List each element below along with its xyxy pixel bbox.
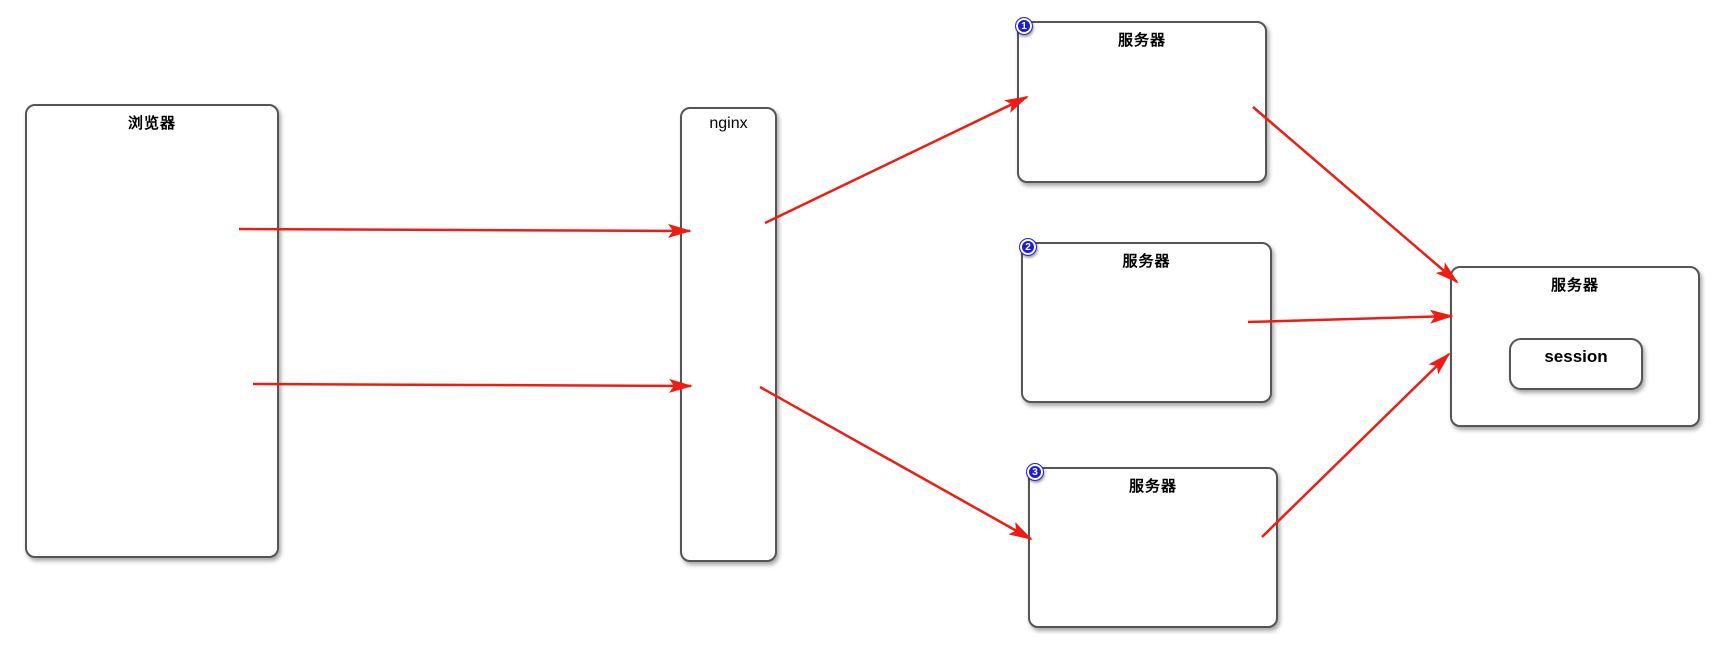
arrow-nginx-to-server3 bbox=[759, 385, 1033, 541]
server1-box: 1 服务器 bbox=[1015, 17, 1267, 183]
arrow-browser-to-nginx-lower bbox=[252, 378, 693, 393]
nginx-label: nginx bbox=[709, 115, 748, 132]
session-box: session bbox=[1509, 338, 1643, 390]
server1-badge: 1 bbox=[1015, 17, 1033, 35]
server2-label: 服务器 bbox=[1122, 253, 1171, 270]
arrow-nginx-to-server1 bbox=[764, 95, 1029, 225]
browser-box: 浏览器 bbox=[25, 104, 279, 558]
server1-label: 服务器 bbox=[1117, 32, 1166, 49]
server3-label: 服务器 bbox=[1128, 478, 1177, 495]
server2-box: 2 服务器 bbox=[1019, 238, 1272, 403]
arrow-browser-to-nginx-upper bbox=[238, 223, 692, 238]
browser-label: 浏览器 bbox=[127, 115, 176, 132]
arrow-server2-to-session-server bbox=[1247, 309, 1454, 324]
nginx-box: nginx bbox=[680, 107, 777, 562]
server2-badge: 2 bbox=[1019, 238, 1037, 256]
arrow-server3-to-session-server bbox=[1261, 352, 1451, 538]
session-server-box: 服务器 session bbox=[1450, 266, 1700, 427]
session-server-label: 服务器 bbox=[1550, 277, 1599, 294]
arrow-server1-to-session-server bbox=[1252, 106, 1459, 284]
session-label: session bbox=[1544, 347, 1608, 366]
server3-box: 3 服务器 bbox=[1026, 463, 1278, 628]
server3-badge: 3 bbox=[1026, 463, 1044, 481]
